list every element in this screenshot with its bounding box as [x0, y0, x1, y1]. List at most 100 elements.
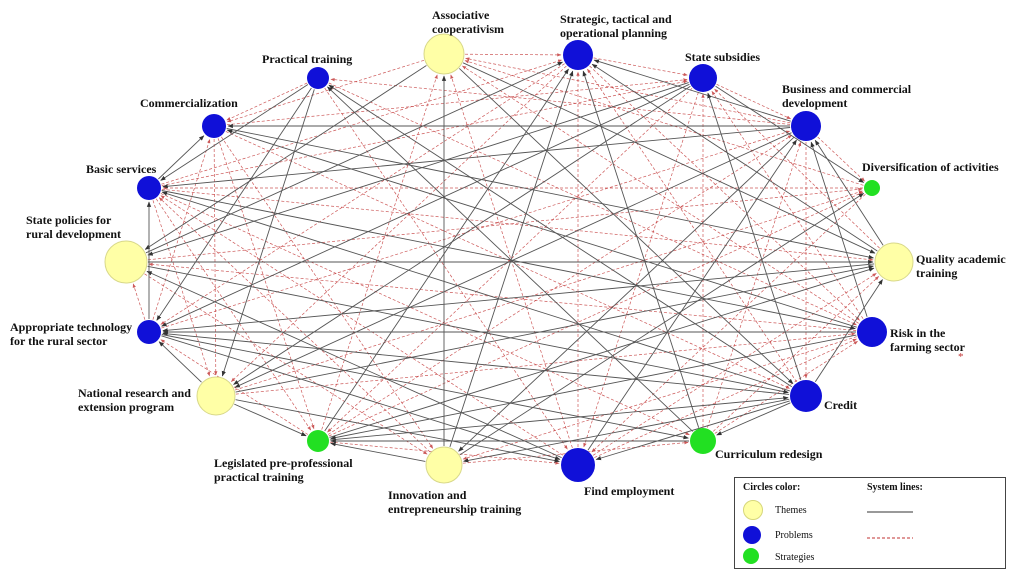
- edge-solid: [463, 398, 790, 463]
- node-credit: [790, 380, 822, 412]
- edge-solid: [144, 65, 427, 250]
- legend: Circles color: System lines: Themes Prob…: [734, 477, 1006, 569]
- edge-solid: [147, 265, 789, 394]
- label-credit: Credit: [824, 398, 858, 412]
- edge-solid: [328, 84, 793, 388]
- edge-dashed: [587, 68, 797, 383]
- edge-dashed: [711, 90, 864, 319]
- edge-dashed: [321, 74, 438, 430]
- node-associative: [423, 33, 465, 75]
- node-policies: [104, 240, 148, 284]
- edge-dashed: [462, 441, 689, 464]
- edge-dashed: [594, 338, 857, 458]
- edge-dashed: [230, 65, 567, 382]
- label-employment: Find employment: [584, 484, 675, 498]
- edge-dashed: [464, 60, 864, 186]
- legend-line-samples: [867, 511, 913, 539]
- legend-problem-swatch: [743, 526, 761, 544]
- legend-strategy-label: Strategies: [775, 552, 815, 563]
- edge-solid: [595, 400, 790, 461]
- legend-lines-title: System lines:: [867, 482, 923, 493]
- edge-solid: [593, 59, 791, 122]
- edge-solid: [235, 399, 560, 463]
- edge-dashed: [235, 332, 856, 395]
- node-quality: [874, 242, 914, 282]
- edge-dashed: [593, 57, 688, 77]
- edge-dashed: [161, 188, 874, 262]
- edge-solid: [324, 68, 569, 432]
- edge-dashed: [714, 88, 880, 249]
- edge-dashed: [462, 65, 859, 324]
- edge-solid: [162, 127, 791, 189]
- edge-solid: [158, 341, 202, 383]
- node-research: [196, 376, 236, 416]
- edge-dashed: [583, 92, 699, 448]
- edge-solid: [329, 267, 875, 438]
- edge-dashed: [450, 74, 573, 449]
- node-employment: [561, 448, 595, 482]
- edge-solid: [716, 402, 791, 436]
- edge-solid: [161, 83, 690, 327]
- edge-solid: [161, 334, 689, 440]
- stray-mark: *: [958, 351, 964, 363]
- edge-dashed: [716, 83, 791, 120]
- edge-solid: [449, 70, 574, 448]
- edge-dashed: [225, 131, 790, 389]
- edge-solid: [161, 191, 790, 392]
- edge-solid: [707, 92, 802, 380]
- node-business: [791, 111, 821, 141]
- edge-solid: [162, 331, 790, 395]
- edge-dashed: [160, 339, 309, 435]
- node-legislated: [307, 430, 329, 452]
- node-strategic: [563, 40, 593, 70]
- edge-dashed: [221, 136, 434, 449]
- legend-theme-label: Themes: [775, 505, 807, 516]
- edge-dashed: [132, 283, 146, 320]
- edge-dashed: [464, 53, 562, 57]
- edge-dashed: [817, 136, 866, 182]
- edge-dashed: [152, 200, 211, 377]
- edge-solid: [462, 62, 876, 254]
- edge-dashed: [328, 191, 864, 437]
- edge-solid: [458, 68, 794, 384]
- legend-theme-swatch: [743, 500, 763, 520]
- edge-dashed: [330, 77, 791, 125]
- edge-solid: [234, 132, 792, 388]
- edge-solid: [160, 84, 309, 181]
- node-practical: [307, 67, 329, 89]
- edge-dashed: [213, 138, 218, 376]
- node-subsidies: [689, 64, 717, 92]
- edge-solid: [145, 61, 563, 254]
- edge-dashed: [707, 141, 802, 428]
- node-basic: [137, 176, 161, 200]
- edge-solid: [458, 136, 795, 452]
- node-commercialization: [202, 114, 226, 138]
- edge-solid: [226, 129, 857, 328]
- legend-problem-label: Problems: [775, 530, 813, 541]
- edge-solid: [587, 139, 797, 451]
- node-diversification: [864, 180, 880, 196]
- edge-solid: [221, 89, 315, 377]
- edge-dashed: [155, 198, 312, 431]
- edge-dashed: [465, 57, 791, 124]
- edge-solid: [715, 85, 865, 183]
- node-risk: [857, 317, 887, 347]
- edge-dashed: [324, 87, 568, 450]
- edge-dashed: [226, 82, 308, 121]
- edge-solid: [327, 86, 694, 432]
- edge-solid: [582, 70, 700, 428]
- edge-solid: [235, 264, 874, 393]
- edge-solid: [810, 141, 868, 317]
- node-curriculum: [690, 428, 716, 454]
- edge-solid: [156, 87, 312, 321]
- edge-dashed: [712, 276, 880, 432]
- edge-solid: [330, 442, 426, 462]
- legend-strategy-swatch: [743, 548, 759, 564]
